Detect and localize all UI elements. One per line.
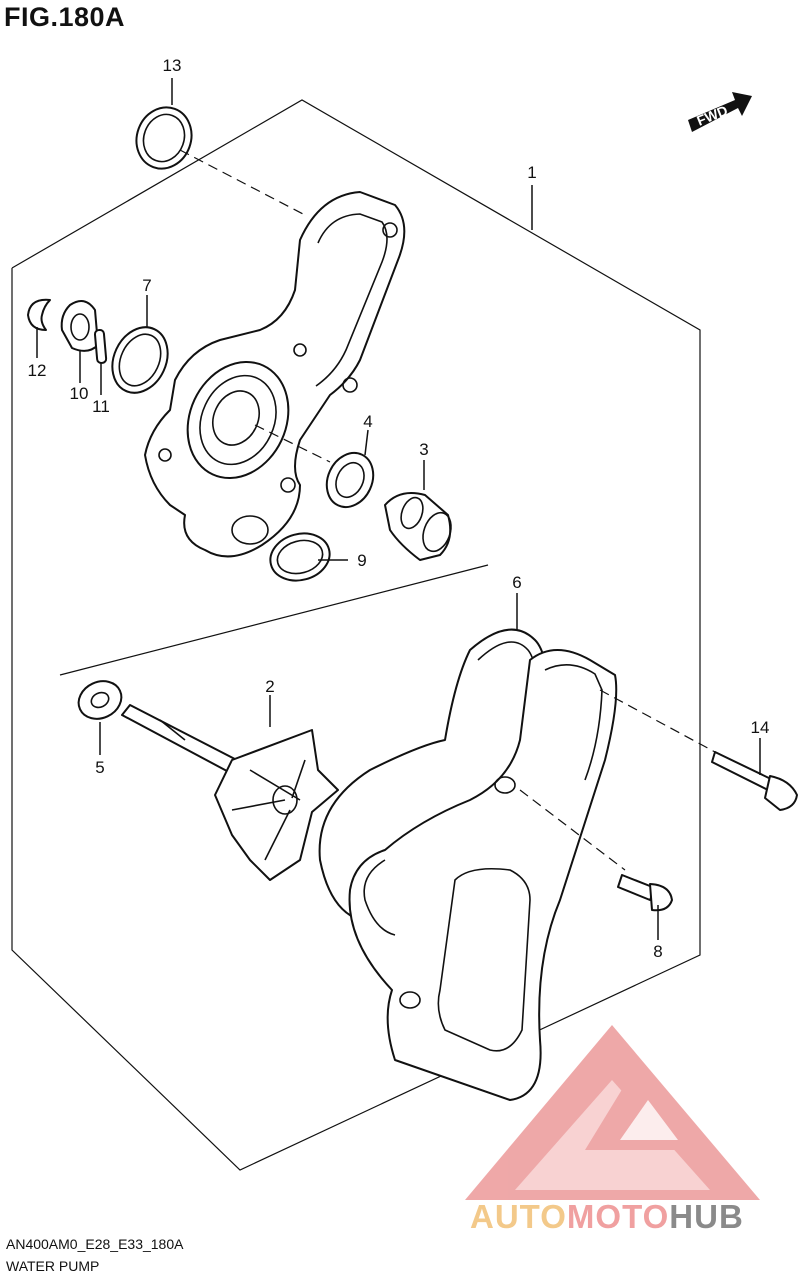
footer-name: WATER PUMP: [6, 1258, 100, 1274]
fwd-arrow: FWD: [688, 92, 752, 132]
callout-11: 11: [92, 397, 110, 416]
part-5-washer: [77, 680, 123, 720]
fwd-label: FWD: [694, 102, 730, 129]
part-4-bearing: [325, 451, 375, 509]
assembly-separator: [59, 564, 489, 676]
callout-12: 12: [28, 361, 47, 380]
leader-lines: [36, 78, 761, 940]
callout-10: 10: [70, 384, 89, 403]
part-1-pump-body: [144, 191, 406, 558]
callout-4: 4: [363, 412, 372, 431]
callout-5: 5: [95, 758, 104, 777]
callout-2: 2: [265, 677, 274, 696]
part-3-oil-seal: [384, 492, 452, 561]
part-2-impeller-shaft: [121, 704, 339, 881]
part-10-seal: [60, 300, 99, 352]
part-8-screw: [617, 874, 673, 912]
callout-6: 6: [512, 573, 521, 592]
watermark-text-moto: MOTO: [566, 1198, 670, 1235]
part-7-o-ring: [111, 326, 169, 394]
watermark-text: AUTOMOTOHUB: [470, 1198, 744, 1236]
callout-13: 13: [163, 56, 182, 75]
part-12-circlip: [27, 298, 51, 331]
assembly-outline: [11, 99, 701, 1171]
part-11-pin: [93, 328, 108, 364]
callout-9: 9: [357, 551, 366, 570]
watermark-text-hub: HUB: [669, 1198, 744, 1235]
part-13-o-ring: [135, 106, 193, 170]
callout-14: 14: [751, 718, 770, 737]
watermark-text-auto: AUTO: [470, 1198, 567, 1235]
part-14-bolt: [711, 751, 798, 811]
callout-1: 1: [527, 163, 536, 182]
callout-7: 7: [142, 276, 151, 295]
part-9-o-ring: [269, 532, 331, 582]
callout-3: 3: [419, 440, 428, 459]
watermark-logo: [465, 1025, 760, 1200]
callout-8: 8: [653, 942, 662, 961]
figure-title: FIG.180A: [4, 2, 126, 32]
water-pump-cover: [348, 649, 618, 1101]
footer-code: AN400AM0_E28_E33_180A: [6, 1236, 184, 1252]
